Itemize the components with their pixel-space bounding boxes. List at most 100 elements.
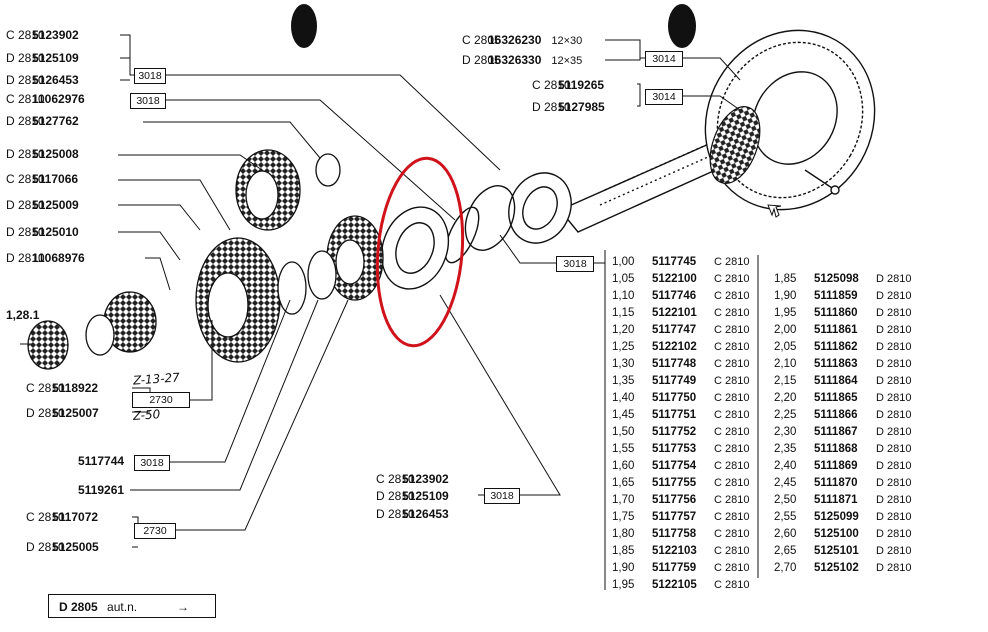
label-top-3: C 28105119265 (532, 78, 605, 92)
shim-model: C 2810 (714, 579, 750, 591)
shim-thickness: 1,65 (612, 477, 635, 489)
shim-thickness: 1,30 (612, 358, 635, 370)
spacer-rings (444, 185, 516, 264)
ref-box-2730-a: 2730 (132, 392, 190, 408)
shim-thickness: 1,55 (612, 443, 635, 455)
shim-model: D 2810 (876, 341, 912, 353)
ink-blot-right (668, 4, 696, 48)
shim-thickness: 2,45 (774, 477, 797, 489)
shim-part-number: 5117748 (652, 358, 697, 370)
shim-part-number: 5117753 (652, 443, 697, 455)
label-mid-2: D 28105125109 (376, 489, 449, 503)
shim-row: 2,00 5111861 D 2810 (774, 322, 916, 339)
shim-model: D 2810 (876, 324, 912, 336)
arrow-right-icon: → (177, 600, 189, 614)
label-left-14: 5119261 (78, 483, 125, 497)
shim-part-number: 5111867 (814, 426, 858, 438)
shim-part-number: 5117758 (652, 528, 697, 540)
shim-thickness: 2,25 (774, 409, 797, 421)
shim-part-number: 5111861 (814, 324, 858, 336)
shim-thickness: 1,75 (612, 511, 635, 523)
shim-thickness: 2,20 (774, 392, 797, 404)
shim-thickness: 2,00 (774, 324, 797, 336)
shim-thickness: 1,10 (612, 290, 635, 302)
shim-thickness: 1,85 (774, 273, 797, 285)
shim-thickness: 1,45 (612, 409, 635, 421)
shim-model: C 2810 (714, 460, 750, 472)
shim-model: C 2810 (714, 392, 750, 404)
shim-part-number: 5117754 (652, 460, 697, 472)
shim-part-number: 5117745 (652, 256, 697, 268)
shim-model: D 2810 (876, 392, 912, 404)
shim-model: D 2810 (876, 562, 912, 574)
label-left-8: D 28105125009 (6, 198, 79, 212)
shim-thickness: 1,70 (612, 494, 635, 506)
shim-thickness: 1,50 (612, 426, 635, 438)
ref-box-3018-c: 3018 (556, 256, 594, 272)
shim-model: C 2810 (714, 375, 750, 387)
shim-thickness: 1,25 (612, 341, 635, 353)
shim-thickness: 1,90 (612, 562, 635, 574)
shim-model: D 2810 (876, 358, 912, 370)
label-left-9: D 28105125010 (6, 225, 79, 239)
shim-thickness: 2,50 (774, 494, 797, 506)
shim-model: C 2810 (714, 477, 750, 489)
hand-cursor-icon (767, 204, 782, 218)
ref-box-3018-a: 3018 (134, 68, 166, 84)
shim-thickness: 2,10 (774, 358, 797, 370)
shim-model: C 2810 (714, 256, 750, 268)
highlighted-bearing (380, 206, 450, 290)
shim-part-number: 5122102 (652, 341, 697, 353)
shim-part-number: 5117756 (652, 494, 697, 506)
shim-model: C 2810 (714, 358, 750, 370)
shim-model: C 2810 (714, 307, 750, 319)
shaft-bearing (508, 172, 572, 244)
label-mid-1: C 28105123902 (376, 472, 449, 486)
shim-part-number: 5117755 (652, 477, 697, 489)
shim-part-number: 5117747 (652, 324, 697, 336)
label-left-7: C 28105117066 (6, 172, 79, 186)
shim-part-number: 5117751 (652, 409, 697, 421)
shim-model: D 2810 (876, 375, 912, 387)
shim-part-number: 5122100 (652, 273, 697, 285)
label-left-3: D 28105126453 (6, 73, 79, 87)
shim-model: C 2810 (714, 273, 750, 285)
shim-part-number: 5117750 (652, 392, 697, 404)
shim-part-number: 5125098 (814, 273, 859, 285)
shim-part-number: 5111869 (814, 460, 858, 472)
label-left-5: D 28105127762 (6, 114, 79, 128)
shim-part-number: 5117752 (652, 426, 697, 438)
label-left-6: D 28105125008 (6, 147, 79, 161)
shim-part-number: 5111860 (814, 307, 858, 319)
shim-model: D 2810 (876, 426, 912, 438)
shim-thickness: 1,90 (774, 290, 797, 302)
shim-thickness: 1,95 (612, 579, 635, 591)
shim-thickness: 1,85 (612, 545, 635, 557)
ref-box-3014-a: 3014 (645, 51, 683, 67)
label-left-15: C 28105117072 (26, 510, 99, 524)
shim-model: D 2810 (876, 443, 912, 455)
shim-model: C 2810 (714, 443, 750, 455)
shim-part-number: 5111862 (814, 341, 858, 353)
shim-part-number: 5125099 (814, 511, 859, 523)
